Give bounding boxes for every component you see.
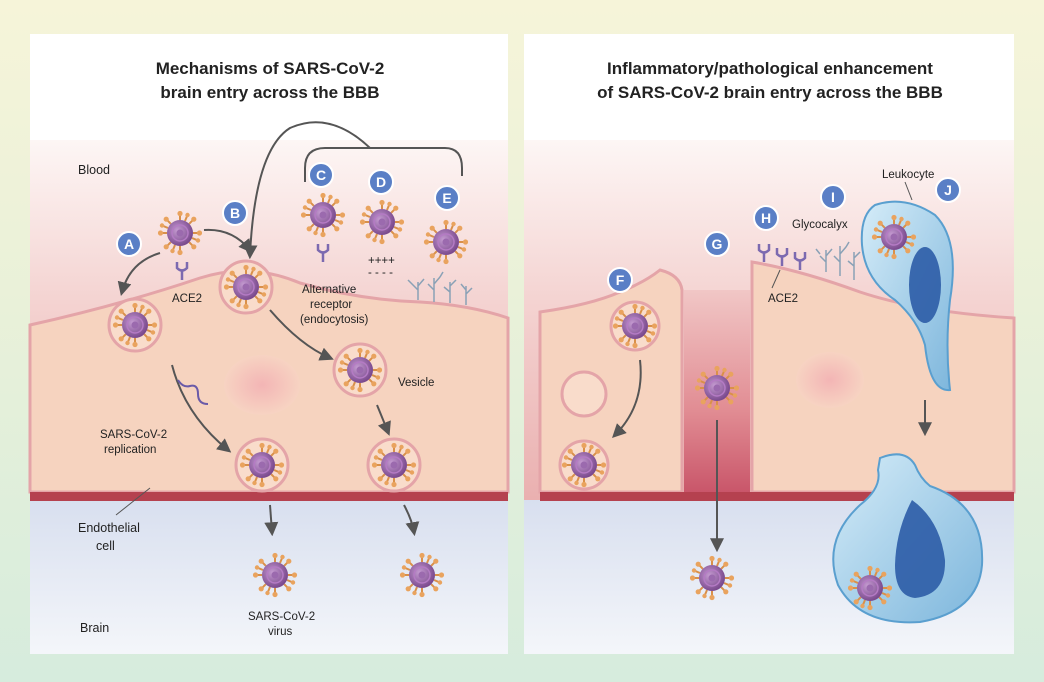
right-title-line1: Inflammatory/pathological enhancement (607, 59, 933, 78)
virus-a-internal (111, 301, 159, 349)
svg-text:J: J (944, 182, 952, 198)
arrow-b-to-vesicle (269, 309, 334, 361)
arrow-a-down (171, 364, 232, 453)
svg-text:C: C (316, 167, 326, 183)
charge-positive: ++++ (368, 255, 395, 267)
arrow-b (203, 228, 253, 254)
ace2-pointer-right (771, 269, 781, 289)
virus-label-1: SARS-CoV-2 (248, 611, 315, 623)
arrow-a (117, 252, 161, 297)
endothelial-label-1: Endothelial (78, 521, 140, 535)
virus-g-gap (693, 364, 741, 412)
leukocyte-bottom-nucleus (895, 500, 946, 598)
left-basement-membrane (30, 492, 508, 501)
ace2-label-left: ACE2 (172, 293, 202, 305)
leukocyte-top-nucleus (909, 247, 941, 323)
badge-h: H (753, 205, 779, 231)
endothelial-pointer (115, 487, 151, 516)
right-panel: Inflammatory/pathological enhancement of… (524, 34, 1016, 654)
charge-negative: - - - - (368, 267, 393, 279)
left-title-line1: Mechanisms of SARS-CoV-2 (156, 59, 385, 78)
vesicle-f-empty (560, 370, 608, 418)
alt-receptor-label-1: Alternative (302, 284, 356, 296)
svg-text:H: H (761, 210, 771, 226)
left-panel: Mechanisms of SARS-CoV-2 brain entry acr… (28, 34, 510, 654)
virus-brain-left (251, 551, 299, 599)
svg-text:G: G (712, 236, 723, 252)
brain-label: Brain (80, 621, 109, 635)
alt-receptor-label-3: (endocytosis) (300, 314, 369, 326)
arrow-f-down (612, 359, 642, 438)
badge-g: G (704, 231, 730, 257)
virus-label-2: virus (268, 626, 293, 638)
badge-j: J (935, 177, 961, 203)
badge-b: B (222, 200, 248, 226)
replication-label-1: SARS-CoV-2 (100, 429, 167, 441)
ace2-label-right: ACE2 (768, 293, 798, 305)
right-title-line2: of SARS-CoV-2 brain entry across the BBB (597, 83, 943, 102)
right-basement-membrane (540, 492, 1014, 501)
virus-in-leukocyte-top (870, 213, 918, 261)
arrow-vesicle-down (376, 404, 391, 436)
svg-text:F: F (616, 272, 625, 288)
glycocalyx-left (407, 271, 473, 305)
virus-vesicle (336, 346, 384, 394)
virus-g-brain (688, 554, 736, 602)
bracket-c-e (304, 147, 463, 182)
blood-label: Blood (78, 163, 110, 177)
leukocyte-label: Leukocyte (882, 169, 934, 181)
svg-text:I: I (831, 189, 835, 205)
glycocalyx-right (815, 241, 861, 280)
left-nucleus (224, 355, 300, 415)
virus-brain-right (398, 551, 446, 599)
badge-e: E (434, 185, 460, 211)
virus-bottom-left (238, 441, 286, 489)
virus-in-leukocyte-bottom (846, 564, 894, 612)
virus-a (156, 209, 204, 257)
badge-d: D (368, 169, 394, 195)
svg-text:D: D (376, 174, 386, 190)
virus-b (222, 263, 270, 311)
svg-text:E: E (442, 190, 451, 206)
loop-arrow-to-b (243, 121, 371, 260)
glycocalyx-label: Glycocalyx (792, 219, 848, 231)
badge-i: I (820, 184, 846, 210)
arrow-exit-right (403, 504, 420, 537)
rna-squiggle-icon (177, 379, 209, 405)
virus-f-top (611, 302, 659, 350)
badge-f: F (607, 267, 633, 293)
left-title-line2: brain entry across the BBB (160, 83, 379, 102)
alt-receptor-label-2: receptor (310, 299, 352, 311)
replication-label-2: replication (104, 444, 156, 456)
virus-bottom-right (370, 441, 418, 489)
badge-c: C (308, 162, 334, 188)
svg-text:B: B (230, 205, 240, 221)
virus-c (299, 191, 347, 239)
badge-a: A (116, 231, 142, 257)
right-nucleus (796, 352, 864, 408)
vesicle-label: Vesicle (398, 377, 434, 389)
svg-text:A: A (124, 236, 134, 252)
leukocyte-top (860, 200, 954, 392)
leukocyte-pointer (904, 181, 913, 201)
virus-f-bottom (560, 441, 608, 489)
virus-d (358, 198, 406, 246)
arrow-exit-left (264, 504, 279, 537)
endothelial-label-2: cell (96, 539, 115, 553)
virus-e (422, 218, 470, 266)
